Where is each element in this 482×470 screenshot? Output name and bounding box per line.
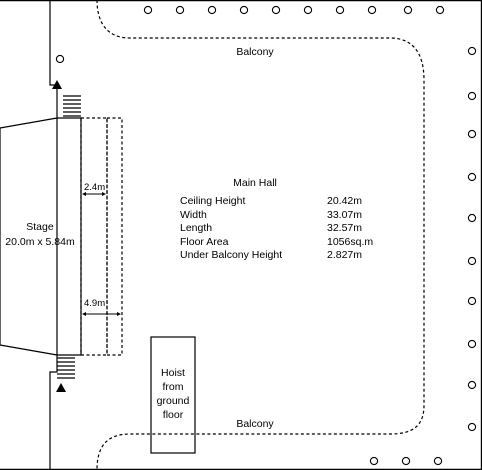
balcony-top-label: Balcony bbox=[236, 46, 274, 58]
columns-top bbox=[143, 5, 445, 15]
up-triangle-marker bbox=[52, 80, 62, 89]
spec-value: 32.57m bbox=[327, 222, 362, 234]
hoist-line-2: from bbox=[163, 381, 184, 393]
columns-bottom bbox=[369, 456, 443, 466]
stage-title: Stage bbox=[26, 221, 54, 233]
spec-value: 2.827m bbox=[327, 249, 362, 261]
column-left bbox=[55, 54, 65, 64]
spec-value: 1056sq.m bbox=[327, 236, 373, 248]
hall-title: Main Hall bbox=[233, 177, 277, 189]
spec-value: 20.42m bbox=[327, 195, 362, 207]
hoist-line-1: Hoist bbox=[161, 367, 185, 379]
spec-label: Floor Area bbox=[180, 236, 229, 248]
spec-label: Width bbox=[180, 209, 207, 221]
balcony-bottom-label: Balcony bbox=[236, 418, 274, 430]
extension-zone-outer bbox=[106, 117, 123, 356]
spec-label: Length bbox=[180, 222, 212, 234]
columns-right bbox=[467, 46, 477, 432]
hoist-line-3: ground bbox=[157, 395, 190, 407]
upper-steps bbox=[63, 95, 81, 117]
stage bbox=[0, 117, 58, 356]
dimension-upper-label: 2.4m bbox=[84, 182, 105, 193]
up-triangle-marker bbox=[56, 383, 66, 392]
stage-size: 20.0m x 5.84m bbox=[5, 236, 75, 248]
hoist-line-4: floor bbox=[163, 409, 184, 421]
spec-value: 33.07m bbox=[327, 209, 362, 221]
lower-steps bbox=[57, 357, 75, 379]
hoist-box bbox=[150, 336, 196, 454]
balcony-edge bbox=[96, 0, 425, 470]
dimension-lower-label: 4.9m bbox=[84, 298, 105, 309]
dimension-upper bbox=[82, 192, 106, 196]
spec-label: Ceiling Height bbox=[180, 195, 245, 207]
hall-specs: Ceiling Height 20.42m Width 33.07m Lengt… bbox=[180, 195, 373, 261]
extension-zone-inner bbox=[80, 117, 108, 356]
spec-label: Under Balcony Height bbox=[180, 249, 282, 261]
outer-wall bbox=[49, 0, 82, 470]
dimension-lower bbox=[82, 312, 121, 316]
hoist-label: Hoist from ground floor bbox=[157, 367, 190, 421]
